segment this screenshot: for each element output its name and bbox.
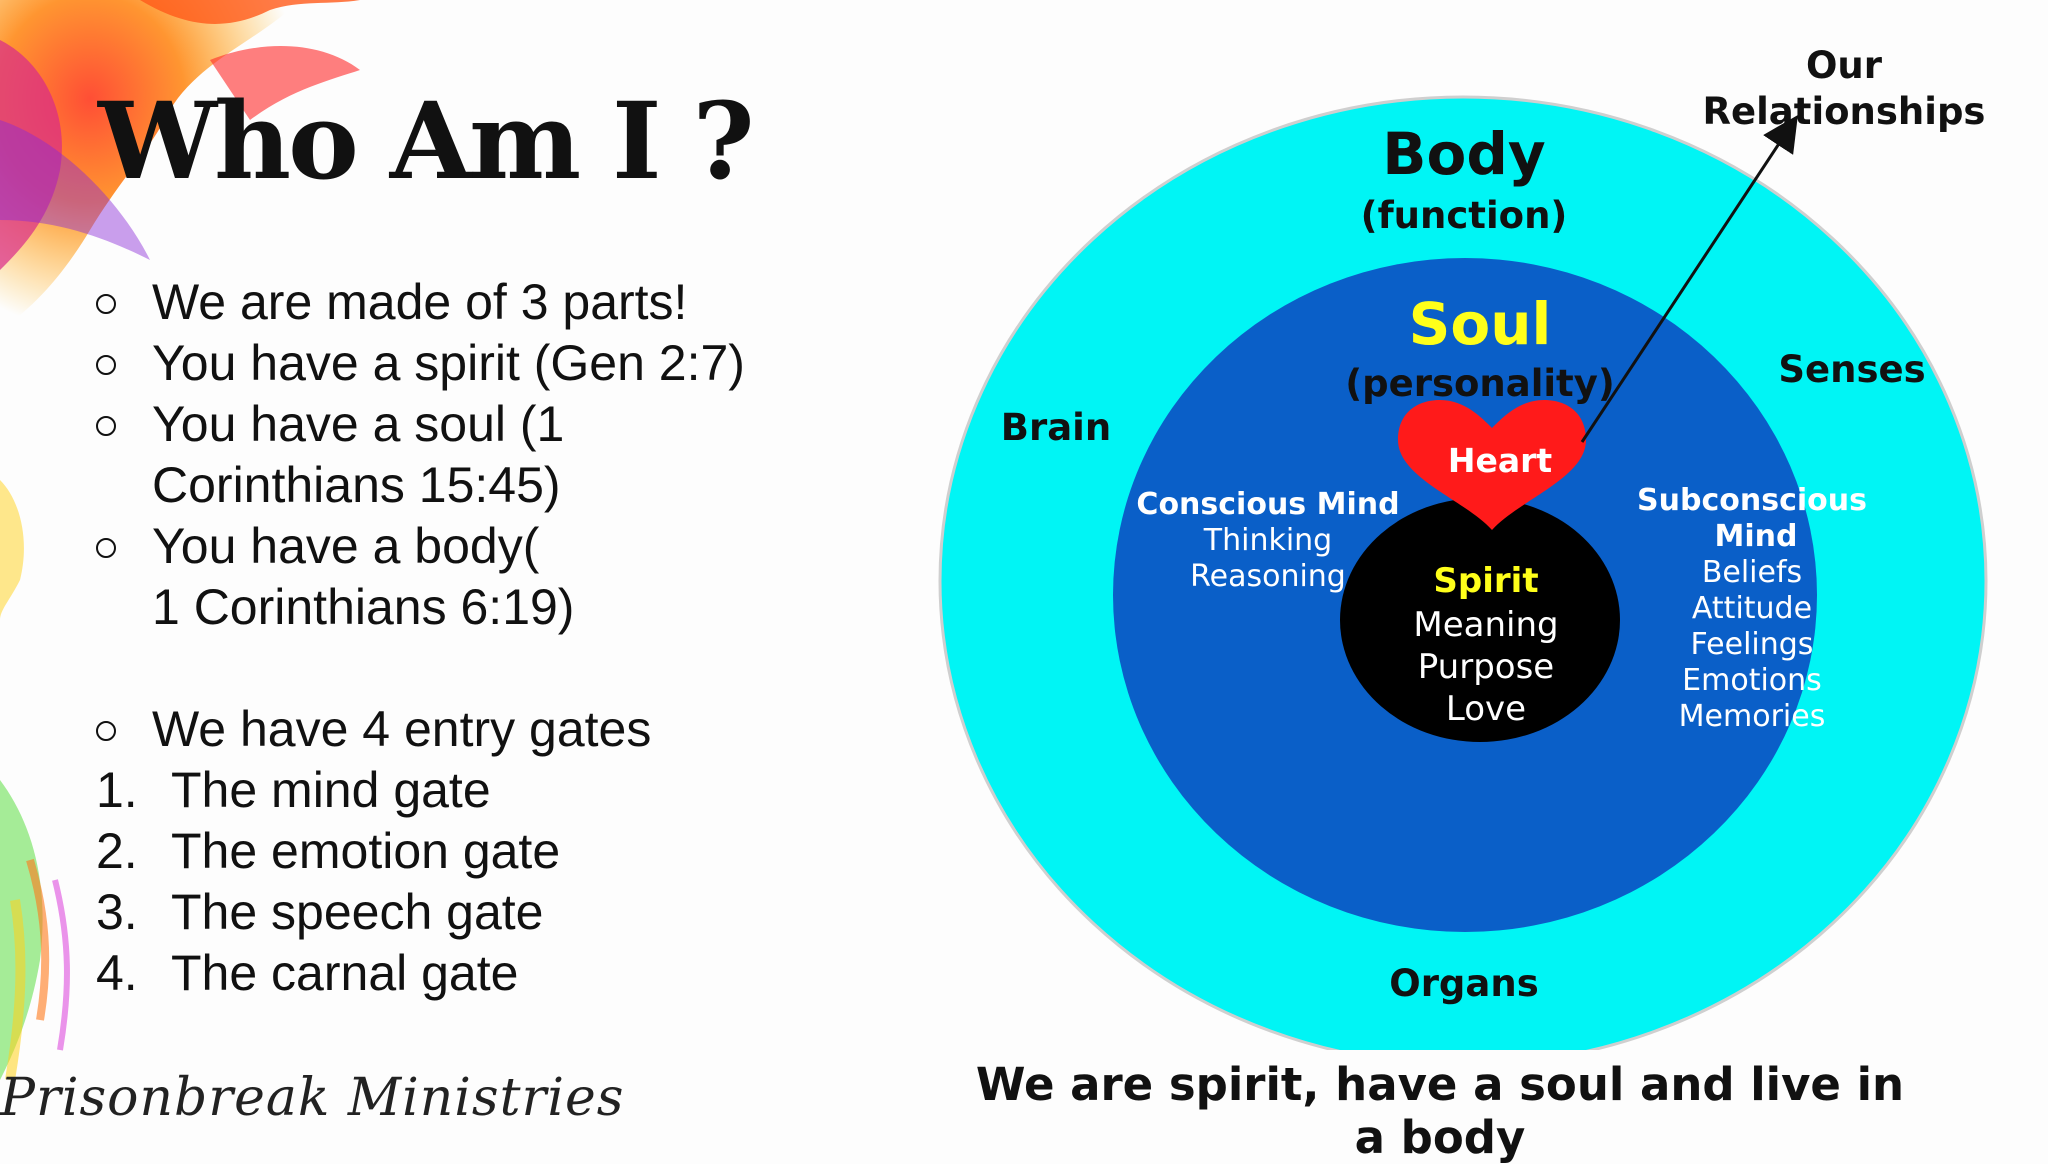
senses-label: Senses: [1778, 348, 1925, 391]
conscious-mind-title: Conscious Mind: [1136, 487, 1399, 522]
subconscious-title-line2: Mind: [1715, 519, 1798, 554]
spirit-soul-body-diagram: Our Relationships Body (function) Brain …: [938, 44, 1988, 1050]
bullet-line: You have a soul (1: [152, 396, 565, 452]
body-title: Body: [1382, 120, 1545, 188]
gate-item: 2. The emotion gate: [96, 821, 780, 882]
ministry-signature: Prisonbreak Ministries: [0, 1068, 625, 1128]
bullet-circle-icon: [96, 721, 116, 741]
gate-text: The mind gate: [171, 762, 491, 818]
bullet-line: 1 Corinthians 6:19): [152, 579, 575, 635]
footer-caption: We are spirit, have a soul and live in a…: [975, 1058, 1905, 1164]
bullet-circle-icon: [96, 294, 116, 314]
spirit-title: Spirit: [1433, 561, 1538, 601]
gate-item: 4. The carnal gate: [96, 943, 780, 1004]
subconscious-item: Feelings: [1691, 627, 1814, 662]
gate-number: 1.: [96, 762, 138, 818]
bullet-line: Corinthians 15:45): [152, 457, 561, 513]
gate-text: The speech gate: [171, 884, 544, 940]
subconscious-item: Memories: [1679, 699, 1826, 734]
heart-icon: [1398, 400, 1586, 530]
bullet-list: We are made of 3 parts! You have a spiri…: [80, 268, 780, 1004]
bullet-line: You have a spirit (Gen 2:7): [152, 335, 745, 391]
organs-label: Organs: [1389, 962, 1539, 1005]
spirit-core: [1340, 498, 1620, 742]
subconscious-item: Beliefs: [1702, 555, 1802, 590]
gates-heading: We have 4 entry gates: [152, 701, 652, 757]
conscious-item: Thinking: [1203, 523, 1332, 558]
subconscious-item: Emotions: [1682, 663, 1822, 698]
gate-number: 2.: [96, 823, 138, 879]
gate-number: 4.: [96, 945, 138, 1001]
body-subtitle: (function): [1361, 194, 1568, 237]
subconscious-item: Attitude: [1692, 591, 1812, 626]
bullet-item: We have 4 entry gates: [96, 699, 780, 760]
soul-title: Soul: [1409, 290, 1552, 358]
page-title: Who Am I ?: [98, 78, 755, 203]
bullet-item: You have a spirit (Gen 2:7): [96, 333, 780, 394]
bullet-line: We are made of 3 parts!: [152, 274, 688, 330]
paint-splash-decoration: [0, 0, 360, 1081]
gate-number: 3.: [96, 884, 138, 940]
gate-text: The emotion gate: [171, 823, 561, 879]
spirit-item: Purpose: [1418, 647, 1554, 687]
bullet-circle-icon: [96, 416, 116, 436]
gate-item: 1. The mind gate: [96, 760, 780, 821]
bullet-circle-icon: [96, 355, 116, 375]
bullet-circle-icon: [96, 538, 116, 558]
spirit-item: Meaning: [1413, 605, 1558, 645]
bullet-line: You have a body(: [152, 518, 540, 574]
soul-subtitle: (personality): [1345, 362, 1615, 405]
relationships-label-line2: Relationships: [1703, 90, 1986, 133]
gate-text: The carnal gate: [171, 945, 519, 1001]
bullet-item: We are made of 3 parts!: [96, 272, 780, 333]
heart-label: Heart: [1448, 441, 1553, 480]
relationships-label-line1: Our: [1806, 44, 1883, 87]
relationships-arrow: [1580, 114, 1798, 443]
spirit-item: Love: [1446, 689, 1526, 729]
gate-item: 3. The speech gate: [96, 882, 780, 943]
conscious-item: Reasoning: [1190, 559, 1346, 594]
brain-label: Brain: [1001, 406, 1111, 449]
bullet-item: You have a soul (1 Corinthians 15:45): [96, 394, 780, 516]
bullet-item: You have a body( 1 Corinthians 6:19): [96, 516, 780, 638]
subconscious-title-line1: Subconscious: [1637, 483, 1867, 518]
